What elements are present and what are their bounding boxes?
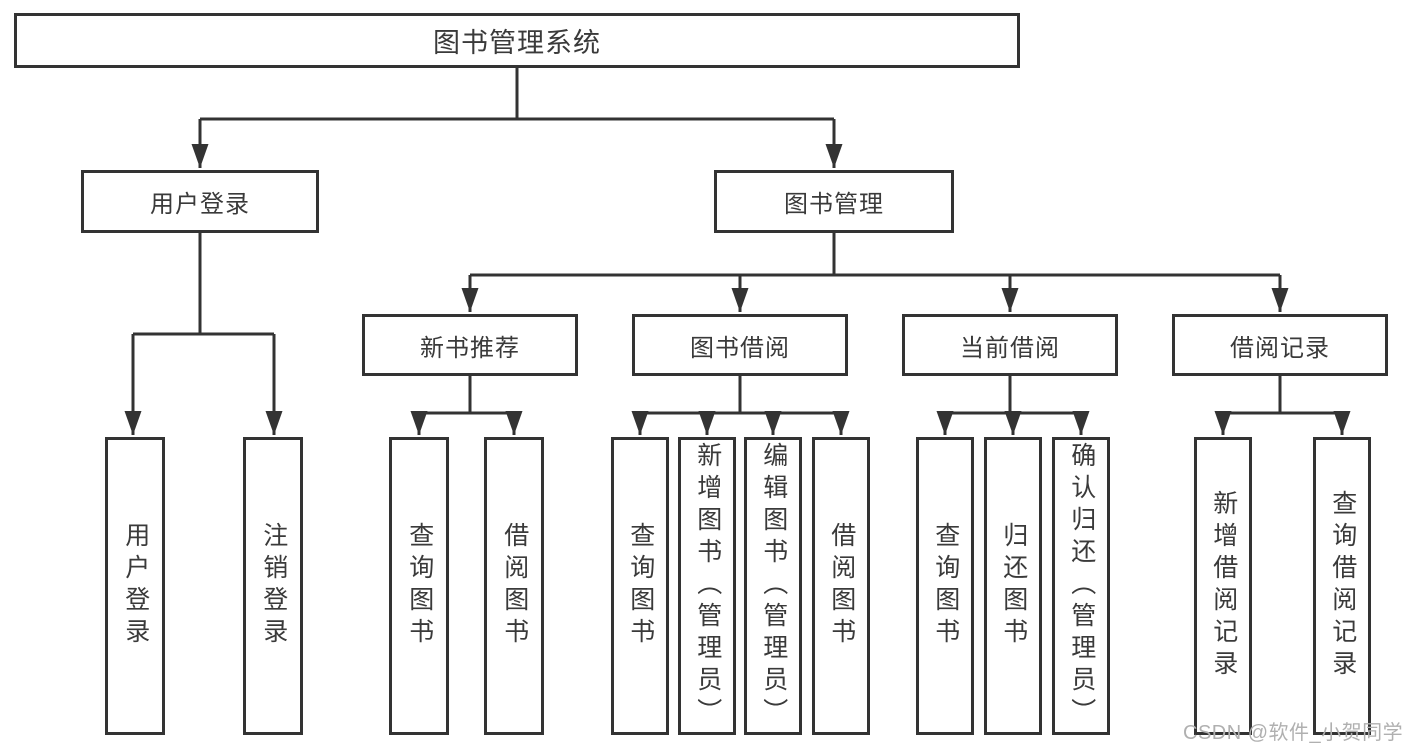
node-current-borrowing: 当前借阅	[902, 314, 1118, 376]
node-book-borrowing: 图书借阅	[632, 314, 848, 376]
node-label: 新书推荐	[420, 334, 520, 362]
leaf-label: 借阅图书	[827, 522, 856, 650]
leaf-label: 注销登录	[259, 522, 288, 650]
node-user-login: 用户登录	[81, 170, 319, 233]
arrowheads	[124, 119, 1351, 435]
node-library-management-system: 图书管理系统	[14, 13, 1020, 68]
leaf-label: 用户登录	[121, 522, 150, 650]
leaf-label: 查询图书	[405, 522, 434, 650]
leaf-label: 编辑图书（管理员）	[759, 442, 788, 730]
leaf-confirm-return-admin: 确认归还（管理员）	[1052, 437, 1110, 735]
leaf-query-books-current: 查询图书	[916, 437, 974, 735]
leaf-label: 借阅图书	[500, 522, 529, 650]
node-book-management: 图书管理	[714, 170, 954, 233]
node-label: 用户登录	[150, 191, 250, 218]
watermark-csdn: CSDN @软件_小贺同学	[1183, 722, 1404, 744]
leaf-add-borrow-record: 新增借阅记录	[1194, 437, 1252, 735]
leaf-query-books-borrowing: 查询图书	[611, 437, 669, 735]
leaf-label: 归还图书	[999, 522, 1028, 650]
leaf-query-borrow-record: 查询借阅记录	[1313, 437, 1371, 735]
leaf-query-books-recommend: 查询图书	[389, 437, 449, 735]
node-label: 当前借阅	[960, 334, 1060, 362]
leaf-label: 查询图书	[931, 522, 960, 650]
leaf-label: 查询借阅记录	[1328, 490, 1357, 682]
leaf-label: 确认归还（管理员）	[1067, 442, 1096, 730]
node-new-book-recommendation: 新书推荐	[362, 314, 578, 376]
leaf-user-login: 用户登录	[105, 437, 165, 735]
tree-branch-lines	[133, 68, 1342, 415]
leaf-borrow-books-recommend: 借阅图书	[484, 437, 544, 735]
leaf-label: 查询图书	[626, 522, 655, 650]
leaf-label: 新增图书（管理员）	[693, 442, 722, 730]
node-label: 图书管理	[784, 191, 884, 218]
node-label: 借阅记录	[1230, 334, 1330, 362]
node-borrowing-records: 借阅记录	[1172, 314, 1388, 376]
node-label: 图书管理系统	[433, 28, 601, 58]
leaf-add-books-admin: 新增图书（管理员）	[678, 437, 736, 735]
node-label: 图书借阅	[690, 334, 790, 362]
leaf-logout: 注销登录	[243, 437, 303, 735]
leaf-edit-books-admin: 编辑图书（管理员）	[744, 437, 802, 735]
leaf-return-books: 归还图书	[984, 437, 1042, 735]
leaf-borrow-books-borrowing: 借阅图书	[812, 437, 870, 735]
leaf-label: 新增借阅记录	[1209, 490, 1238, 682]
